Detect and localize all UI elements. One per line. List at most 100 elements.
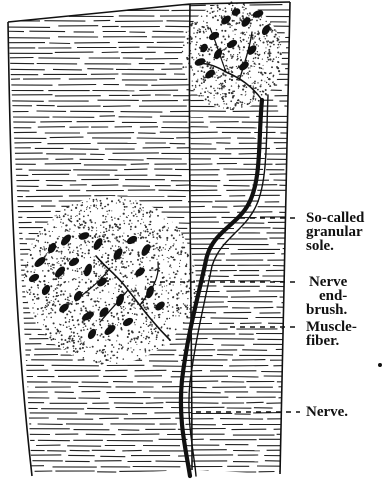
granule	[222, 10, 223, 11]
granule	[75, 348, 77, 350]
granule	[142, 257, 144, 259]
striation-line	[223, 185, 249, 186]
granule	[58, 281, 59, 282]
granule	[183, 242, 184, 243]
granule	[278, 52, 279, 53]
granule	[61, 334, 63, 336]
granule	[120, 323, 121, 324]
granule	[80, 309, 82, 311]
granule	[155, 331, 157, 333]
granule	[232, 97, 234, 99]
granule	[200, 95, 201, 96]
granule	[105, 228, 107, 230]
granule	[148, 235, 150, 237]
granule	[119, 201, 121, 203]
granule	[275, 30, 276, 31]
granule	[54, 312, 56, 314]
granule	[81, 255, 83, 257]
granule	[66, 230, 68, 232]
granule	[159, 268, 160, 269]
granule	[99, 200, 101, 202]
granule	[144, 225, 146, 227]
granule	[124, 223, 125, 224]
granule	[104, 241, 106, 243]
granule	[147, 283, 149, 285]
granule	[77, 270, 79, 272]
granule	[138, 237, 139, 238]
granule	[119, 344, 121, 346]
granule	[169, 283, 171, 285]
granule	[176, 230, 178, 232]
granule	[79, 224, 81, 226]
granule	[76, 247, 78, 249]
granule	[177, 252, 179, 254]
granule	[267, 44, 268, 45]
granule	[77, 204, 79, 206]
granule	[157, 233, 159, 235]
granule	[228, 35, 229, 36]
granule	[60, 251, 62, 253]
granule	[151, 256, 153, 258]
granule	[26, 291, 27, 292]
granule	[126, 216, 127, 217]
granule	[252, 83, 253, 84]
granule	[70, 217, 72, 219]
granule	[207, 50, 209, 52]
label-nerve: Nerve.	[306, 405, 348, 419]
granule	[152, 267, 154, 269]
granule	[135, 337, 137, 339]
granule	[197, 30, 199, 32]
granule	[193, 89, 195, 91]
granule	[221, 89, 222, 90]
granule	[138, 254, 140, 256]
granule	[95, 361, 97, 363]
granule	[131, 331, 133, 333]
granule	[151, 211, 153, 213]
granule	[199, 38, 201, 40]
granule	[30, 292, 31, 293]
granule	[149, 324, 151, 326]
granule	[243, 72, 245, 74]
granule	[192, 265, 193, 266]
granule	[77, 250, 79, 252]
granule	[270, 21, 271, 22]
granule	[210, 85, 212, 87]
granule	[177, 271, 178, 272]
granule	[97, 208, 98, 209]
granule	[187, 38, 189, 40]
granule	[68, 243, 70, 245]
granule	[195, 85, 196, 86]
granule	[254, 66, 255, 67]
granule	[276, 57, 277, 58]
granule	[143, 266, 144, 267]
granule	[65, 298, 67, 300]
granule	[80, 330, 82, 332]
granule	[98, 278, 99, 279]
granule	[112, 323, 114, 325]
granule	[216, 72, 217, 73]
striation-line	[232, 377, 258, 378]
granule	[80, 210, 82, 212]
granule	[93, 325, 94, 326]
granule	[85, 242, 87, 244]
granule	[226, 47, 227, 48]
granule	[148, 343, 149, 344]
striation-line	[151, 85, 193, 86]
granule	[252, 66, 253, 67]
granule	[262, 59, 263, 60]
granule	[112, 227, 114, 229]
granule	[135, 341, 137, 343]
granule	[83, 342, 85, 344]
granule	[48, 282, 49, 283]
granule	[105, 302, 107, 304]
granule	[228, 69, 229, 70]
granule	[46, 329, 47, 330]
granule	[121, 344, 122, 345]
granule	[183, 44, 185, 46]
granule	[129, 253, 131, 255]
granule	[55, 332, 57, 334]
granule	[110, 357, 112, 359]
granule	[57, 300, 59, 302]
granule	[64, 213, 66, 215]
granule	[124, 209, 125, 210]
